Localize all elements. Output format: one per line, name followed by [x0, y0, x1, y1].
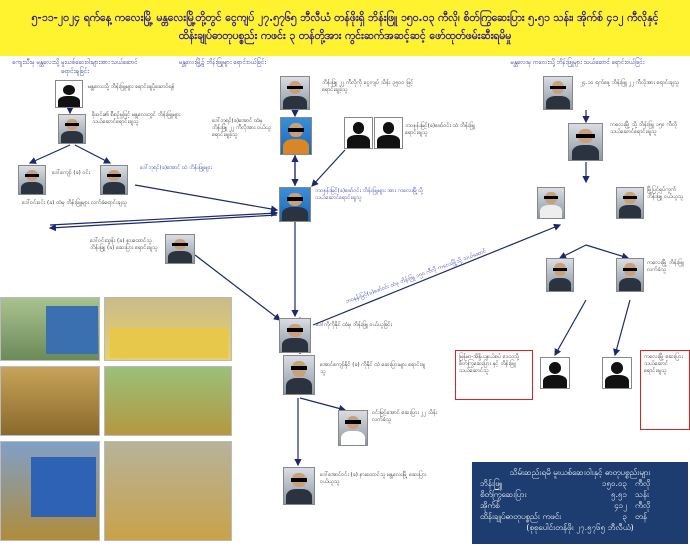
caption-l4: ဒေါ်ကျော် (ခ) ဝင်း: [52, 170, 91, 176]
caption-c3: ဘဝနန်းမြင့်(ခ)ဖော်ဝင်း ထံ ဘိန်းဖြူရောင်း…: [405, 123, 475, 136]
suspect-photo: [58, 114, 86, 144]
unit: ကီလို: [635, 501, 651, 510]
caption-l3: ဒေါ်ဝင်းဝင်း (ခ) ထံမှ ဘိန်းဖြူများ လက်ခံ…: [22, 200, 127, 206]
suspect-photo: [616, 187, 644, 219]
caption-r2: ကလေးမြို့ သို့ ဘိန်းဖြူ ၁၅၀ ကီလို သယ်ဆော…: [610, 122, 678, 135]
caption-c8: ဒေါ်အောင်ဝင်း (ခ) နားထောင်သူ မန္တလေးမြို…: [320, 472, 427, 485]
suspect-photo: [537, 187, 565, 219]
evidence-photo-packages: [104, 366, 232, 436]
suspect-photo: [18, 165, 46, 195]
summary-row: ထိန်းချုပ်ဓာတုပစ္စည်း ကဖင်း ၃ တန်: [480, 511, 680, 522]
note-box-r5: မြန်မာ-အိန္ဒိယနယ်စပ် ဒေသသို့ စိတ်ကြွဆေးပ…: [455, 350, 533, 400]
caption-r3: မြို့ပြင်ရပ်ကွက် ဘိန်းဖြူ ဝယ်ယူသူ: [647, 187, 684, 200]
suspect-photo: [165, 234, 195, 264]
summary-heading: သိမ်းဆည်းရမိ မူးယစ်ဆေးဝါးနှင့် ဓာတုပစ္စည…: [509, 468, 651, 477]
evidence-photo-bags: [104, 297, 232, 361]
suspect-photo: [280, 76, 310, 110]
suspect-photo: [283, 355, 315, 395]
section-label-center: မန္တလေးမြို့၌ ဘိန်းဖြူများ ရောင်းဝယ်ခြင်…: [179, 59, 266, 66]
caption-r4: ကလေးမြို့ ဘိန်းဖြူ လက်ခံသူ: [647, 260, 684, 273]
suspect-photo: [100, 165, 128, 195]
suspect-photo: [279, 318, 311, 353]
item: ဘိန်းဖြူ: [480, 479, 503, 488]
caption-l1: မန္တလေးသို့ ဘိန်းဖြူများ ရောင်းချပို့ဆော…: [88, 84, 175, 90]
item: စိတ်ကြွဆေးပြား: [480, 490, 527, 499]
caption-r1: ၂၄.၁၀ ရက်နေ့ ဘိန်းဖြူ ၂၂ ကီလိုအား ရောင်း…: [580, 80, 679, 86]
summary-footer: (စုစုပေါင်းတန်ဖိုး ၂၇.၅၇၆၅ ဘီလီယံ): [526, 523, 634, 532]
qty: ၃: [622, 512, 628, 521]
suspect-silhouette: [540, 357, 570, 389]
unit: သန်း: [635, 490, 649, 499]
headline-line-1: ၅-၁၁-၂၀၂၄ ရက်နေ့ ကလေးမြို့ မန္တလေးမြို့တ…: [31, 12, 659, 24]
suspect-photo: [546, 258, 574, 292]
qty: ၁၅၀.၀၃: [601, 479, 627, 488]
suspect-photo-main: [279, 187, 311, 222]
suspect-photo: [568, 123, 603, 161]
caption-c7: ဝင်းမြင့်အောင် ဆေးပြား ၂၂ သိန်း လက်ခံသူ: [372, 410, 438, 423]
evidence-photo-truck: [0, 297, 100, 361]
qty: ၄၁၂: [614, 501, 627, 510]
evidence-photo-packages: [0, 366, 100, 436]
summary-row: စိတ်ကြွဆေးပြား ၅.၅၁ သန်း: [480, 489, 680, 500]
unit: တန်: [635, 512, 647, 521]
evidence-photo-drugs: [104, 441, 232, 541]
suspect-silhouette: [374, 117, 403, 149]
arrow-label-1: ဒေါ်ဘုရင်(ခ)အောင် ထံ ဘိန်းဖြူများ: [140, 165, 212, 171]
suspect-silhouette: [602, 357, 632, 389]
caption-c2: ဒေါ်ဘုရင်(ခ)အောင် ထံမှ ဘိန်းဖြူ ၂၂ ကီလို…: [212, 118, 271, 138]
suspect-silhouette: [344, 117, 373, 149]
suspect-photo: [280, 117, 312, 155]
item: ထိန်းချုပ်ဓာတုပစ္စည်း ကဖင်း: [480, 512, 562, 521]
suspect-photo: [616, 258, 644, 292]
suspect-photo: [338, 410, 368, 446]
caption-c1: ဘိန်းဖြူ ၂၂ ကီလိုကို ငွေကျပ် သိန်း ၃၅၀၀ …: [322, 80, 414, 93]
caption-l5: ဒေါ်ဝင်းထွန်း (ခ) နားထောင်သူ ဘိန်းဖြူ (ခ…: [90, 238, 158, 251]
summary-row: အိုက်စ် ၄၁၂ ကီလို: [480, 500, 680, 511]
headline-banner: ၅-၁၁-၂၀၂၄ ရက်နေ့ ကလေးမြို့ မန္တလေးမြို့တ…: [0, 0, 690, 56]
note-box-r6: ကလေးမြို့ ဆေးပြား သယ်ဆောင် ရောင်းချသူ: [640, 350, 690, 430]
section-label-left: ကျေးသီးမှ မန္တလေးသို့ မူးယစ်ဆေးဝါးများအာ…: [12, 59, 138, 75]
qty: ၅.၅၁: [610, 490, 627, 499]
unit: ကီလို: [635, 479, 651, 488]
suspect-silhouette: [55, 80, 83, 108]
evidence-photo-vehicle: [0, 441, 100, 541]
headline-line-2: ထိန်းချုပ်ဓာတုပစ္စည်း ကဖင်း ၃ တန်တို့အား…: [178, 30, 512, 42]
caption-c4: ဘဝနန်းမြင့်(ခ)ဖော်ဝင်း ဘိန်းဖြူများ အား …: [315, 188, 423, 201]
suspect-photo: [283, 467, 315, 505]
item: အိုက်စ်: [480, 501, 500, 510]
caption-l2: စိုးဝင်း၏ စီစဉ်မှုဖြင့် မန္တလေးတွင် ဘိန်…: [92, 112, 181, 125]
summary-row: ဘိန်းဖြူ ၁၅၀.၀၃ ကီလို: [480, 478, 680, 489]
suspect-photo: [543, 76, 573, 110]
section-label-right: မန္တလေးမှ ကလေးသို့ ဘိန်းဖြူများ သယ်ဆောင်…: [510, 59, 645, 66]
caption-c5: ဒေါ်ကိုကိုနိုင် ထံမှ ဘိန်းဖြူ ဝယ်ယူခြင်း: [316, 322, 392, 328]
seizure-summary-box: သိမ်းဆည်းရမိ မူးယစ်ဆေးဝါးနှင့် ဓာတုပစ္စည…: [472, 462, 688, 544]
caption-c6: အောင်ကျော်နိုင် (ခ) ကိုနိုင် ထံ ဆေးပြားမ…: [320, 362, 425, 375]
